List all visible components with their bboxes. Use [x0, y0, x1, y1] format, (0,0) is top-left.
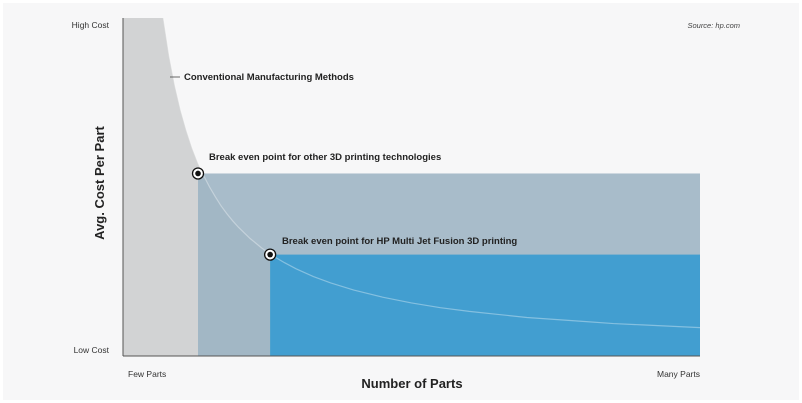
annotation-conventional: Conventional Manufacturing Methods [184, 72, 354, 83]
y-tick-low: Low Cost [74, 345, 110, 355]
x-tick-low: Few Parts [128, 369, 166, 379]
area-hp-mjf [270, 254, 700, 356]
plot-areas [123, 18, 700, 356]
x-axis-title: Number of Parts [361, 376, 462, 391]
source-note: Source: hp.com [687, 21, 740, 30]
annotation-other-3d: Break even point for other 3D printing t… [209, 152, 441, 163]
y-tick-high: High Cost [72, 20, 110, 30]
y-axis-title: Avg. Cost Per Part [92, 126, 107, 240]
x-tick-high: Many Parts [657, 369, 700, 379]
markers [191, 167, 277, 261]
marker-hp-mjf-dot [267, 251, 273, 258]
marker-other-3d-dot [195, 170, 201, 177]
chart-frame: Source: hp.com High Cost Low Cost Few Pa… [3, 3, 799, 400]
annotations: Conventional Manufacturing Methods Break… [170, 72, 517, 247]
line-conventional [162, 17, 701, 329]
annotation-hp-mjf: Break even point for HP Multi Jet Fusion… [282, 236, 517, 247]
plot-lines [122, 17, 701, 357]
chart-svg: Source: hp.com High Cost Low Cost Few Pa… [72, 17, 740, 391]
